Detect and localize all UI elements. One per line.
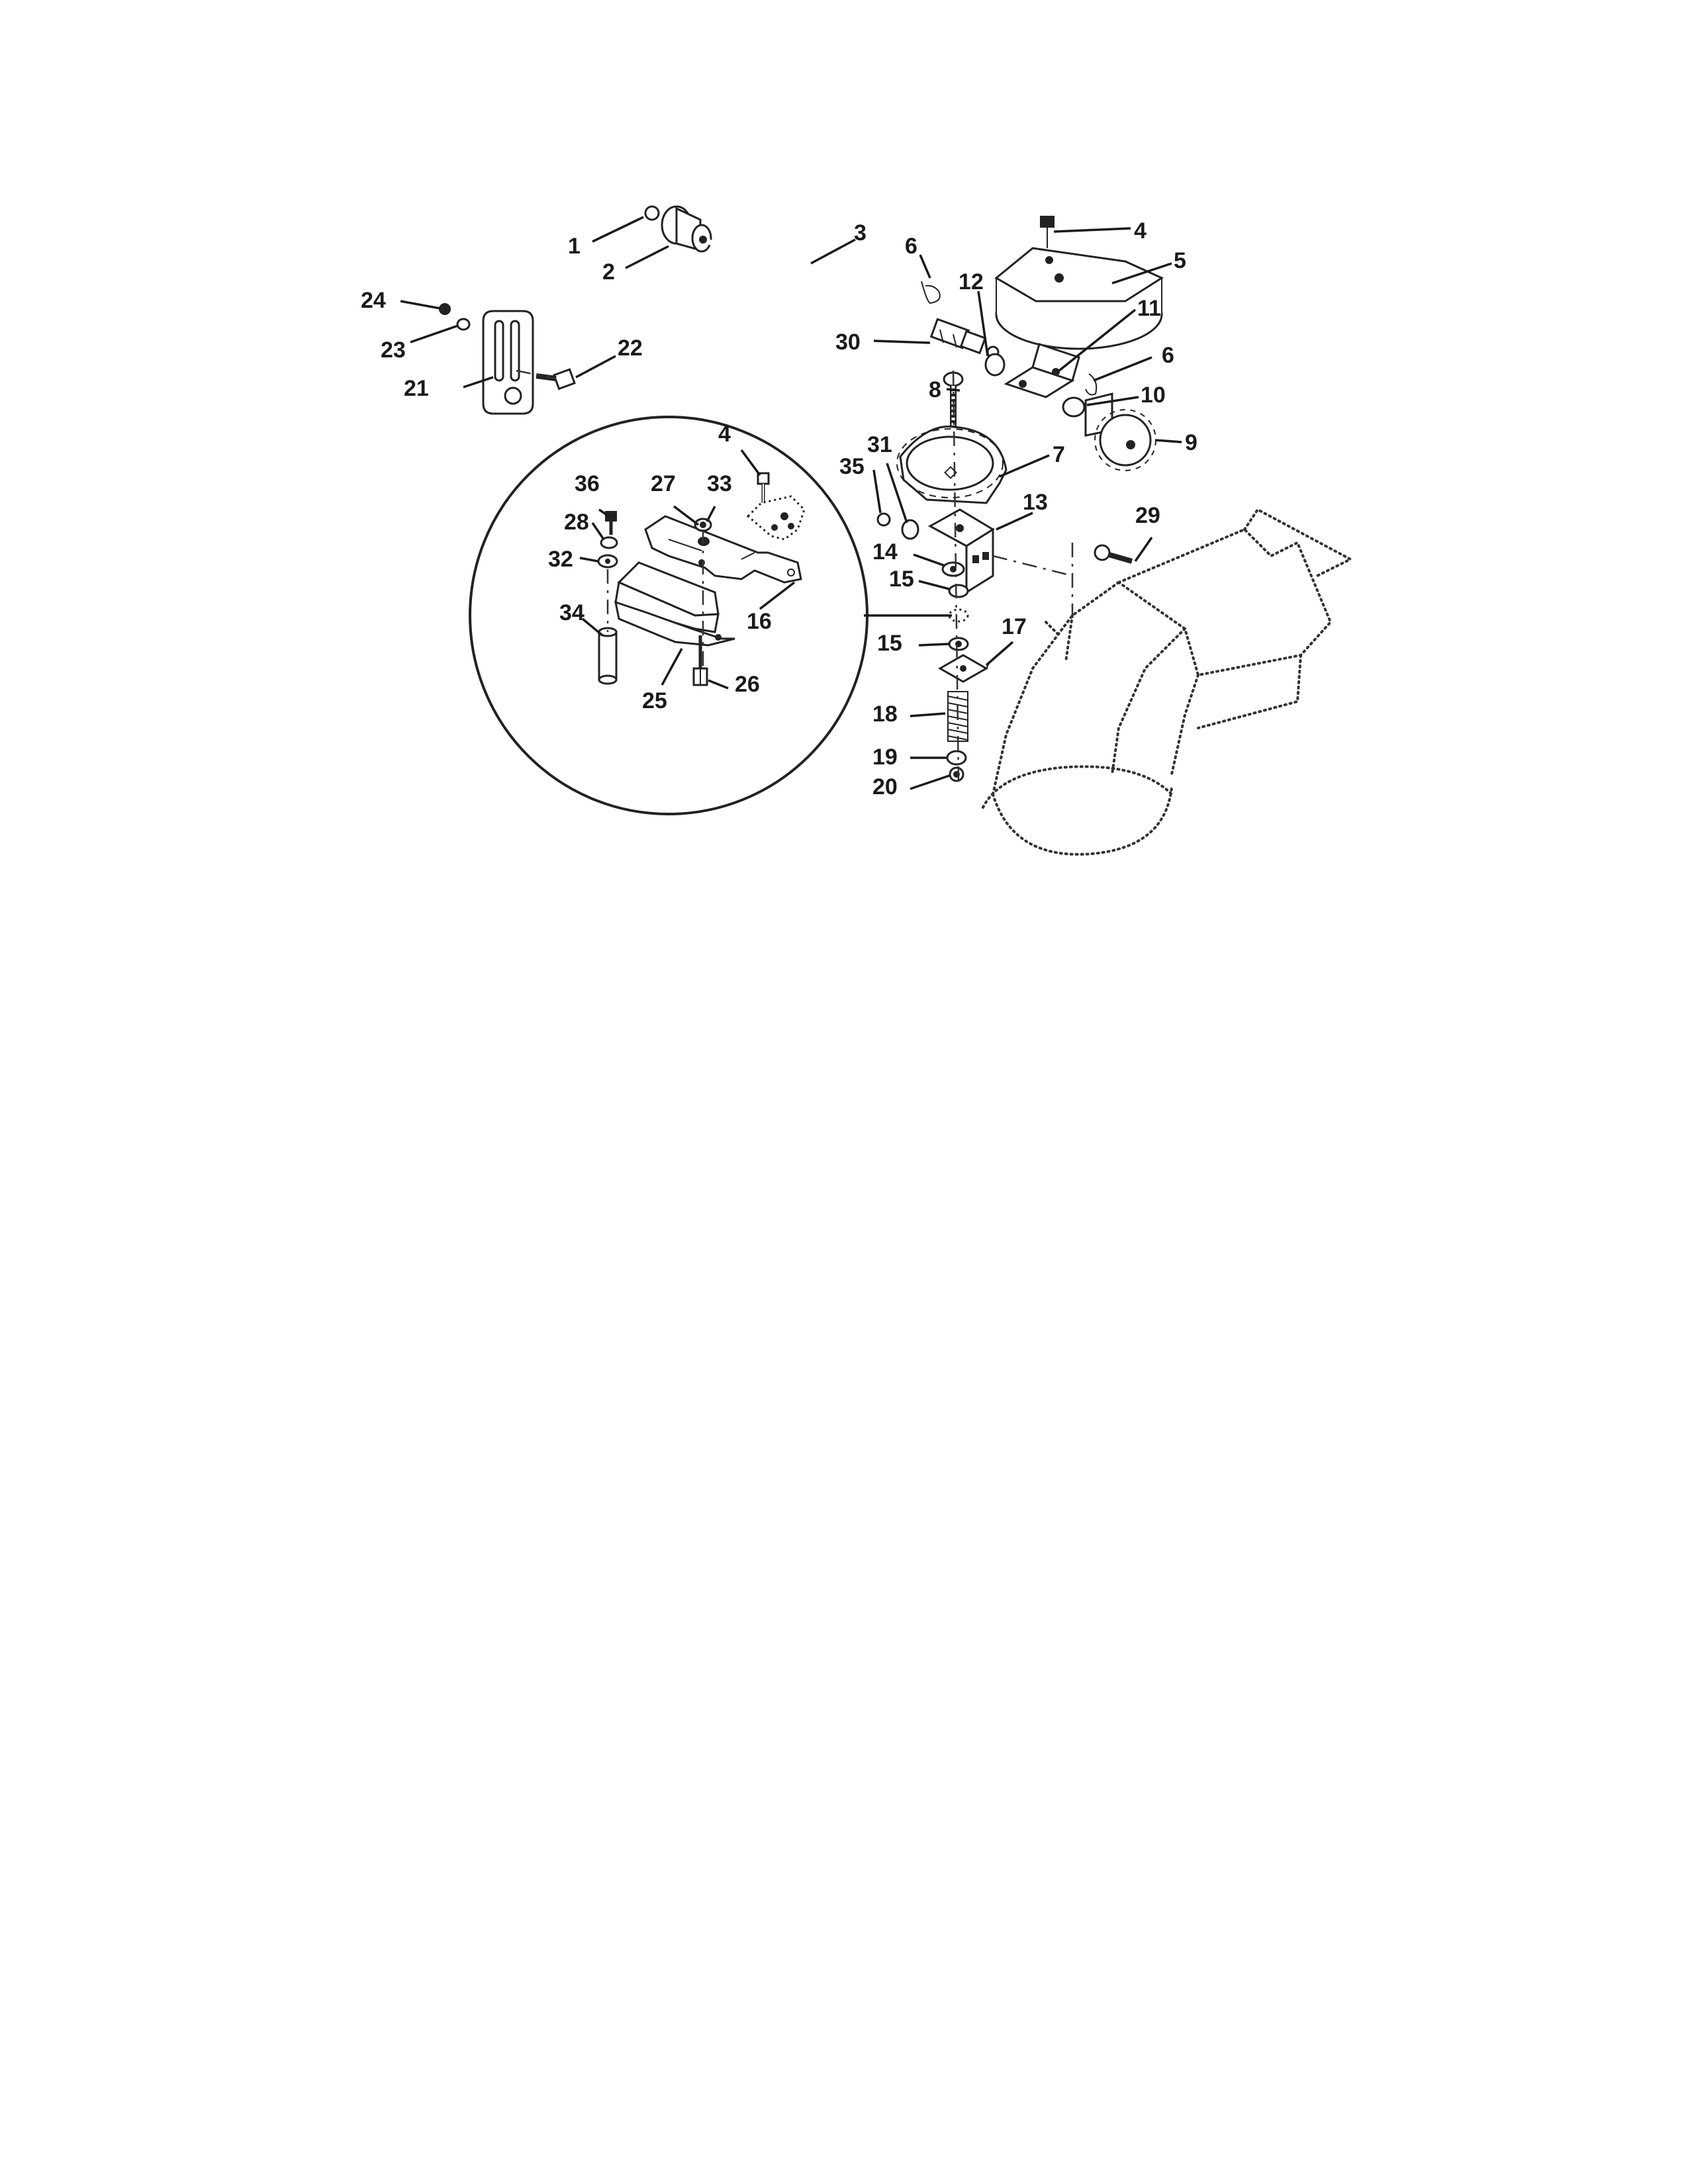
part-pinion-gear — [1084, 392, 1156, 471]
callout-10: 10 — [1141, 383, 1166, 408]
callout-8: 8 — [929, 377, 941, 402]
callout-30: 30 — [835, 330, 861, 355]
part-hairpin-clip — [921, 281, 941, 304]
inset-part-gear-fragment — [746, 495, 806, 541]
callout-16: 16 — [747, 609, 772, 634]
callout-22: 22 — [618, 336, 643, 361]
leader-lines — [400, 216, 1182, 790]
callout-15b: 15 — [877, 631, 902, 656]
part-washer-10 — [1062, 396, 1086, 418]
callout-6a: 6 — [905, 234, 917, 259]
part-washer-31 — [901, 519, 919, 540]
callout-33: 33 — [707, 471, 732, 496]
callout-17: 17 — [1002, 614, 1027, 639]
callout-4a: 4 — [1134, 218, 1147, 244]
part-nut-24 — [439, 303, 451, 315]
callout-31: 31 — [867, 432, 892, 457]
part-mounting-plate — [482, 310, 534, 415]
callout-24: 24 — [361, 288, 386, 313]
part-washer-12 — [984, 353, 1006, 377]
callout-32: 32 — [548, 547, 573, 572]
part-washer-15b-dashed — [948, 608, 969, 623]
callout-2: 2 — [602, 259, 615, 285]
part-hairpin-clip-2 — [1085, 373, 1098, 396]
part-washer-15a — [948, 584, 969, 598]
callout-26: 26 — [735, 672, 760, 697]
part-crank-rod — [706, 216, 948, 320]
part-nut-35 — [876, 512, 891, 527]
inset-part-washer-28 — [600, 536, 618, 549]
callout-21: 21 — [404, 376, 429, 401]
callout-4b: 4 — [718, 422, 731, 447]
part-washer-23 — [456, 318, 471, 331]
callout-35: 35 — [839, 454, 865, 479]
callout-20: 20 — [872, 774, 898, 799]
callout-6b: 6 — [1162, 343, 1174, 368]
callout-27: 27 — [651, 471, 676, 496]
part-support-bracket — [927, 508, 995, 594]
callout-7: 7 — [1053, 442, 1065, 467]
callout-9: 9 — [1185, 430, 1197, 455]
inset-part-bolt-36 — [605, 511, 617, 535]
callout-12: 12 — [959, 269, 984, 295]
callout-5: 5 — [1174, 248, 1186, 273]
callout-15a: 15 — [889, 567, 914, 592]
part-bolt-top — [1040, 216, 1055, 248]
callout-28: 28 — [564, 510, 589, 535]
inset-part-spacer-34 — [598, 627, 618, 685]
callout-34: 34 — [559, 600, 585, 625]
part-set-screw — [644, 205, 660, 221]
inset-part-bolt-26 — [692, 635, 708, 686]
part-ring-gear — [896, 426, 1008, 504]
part-chute-cap — [994, 247, 1164, 350]
inset-part-bracket-25 — [614, 561, 735, 647]
callout-29: 29 — [1135, 503, 1160, 528]
part-chute-bracket — [1004, 343, 1080, 398]
callout-25: 25 — [642, 688, 667, 713]
part-drawings — [439, 205, 1354, 856]
callout-14: 14 — [872, 539, 898, 565]
part-bolt-29 — [1094, 544, 1133, 564]
callout-23: 23 — [381, 338, 406, 363]
callout-1: 1 — [568, 234, 581, 259]
callout-3: 3 — [854, 220, 867, 246]
part-lock-plate — [937, 654, 990, 683]
callout-13: 13 — [1023, 490, 1048, 515]
callout-labels: 1 2 3 4 5 6 12 11 6 10 9 30 8 7 31 35 13… — [361, 218, 1197, 799]
part-universal-joint — [929, 318, 1000, 359]
callout-36: 36 — [575, 471, 600, 496]
part-washer-19 — [946, 750, 967, 766]
part-crank-knob — [661, 205, 712, 253]
part-discharge-chute — [982, 508, 1354, 856]
callout-19: 19 — [872, 745, 898, 770]
callout-11: 11 — [1137, 296, 1161, 321]
callout-18: 18 — [872, 702, 898, 727]
